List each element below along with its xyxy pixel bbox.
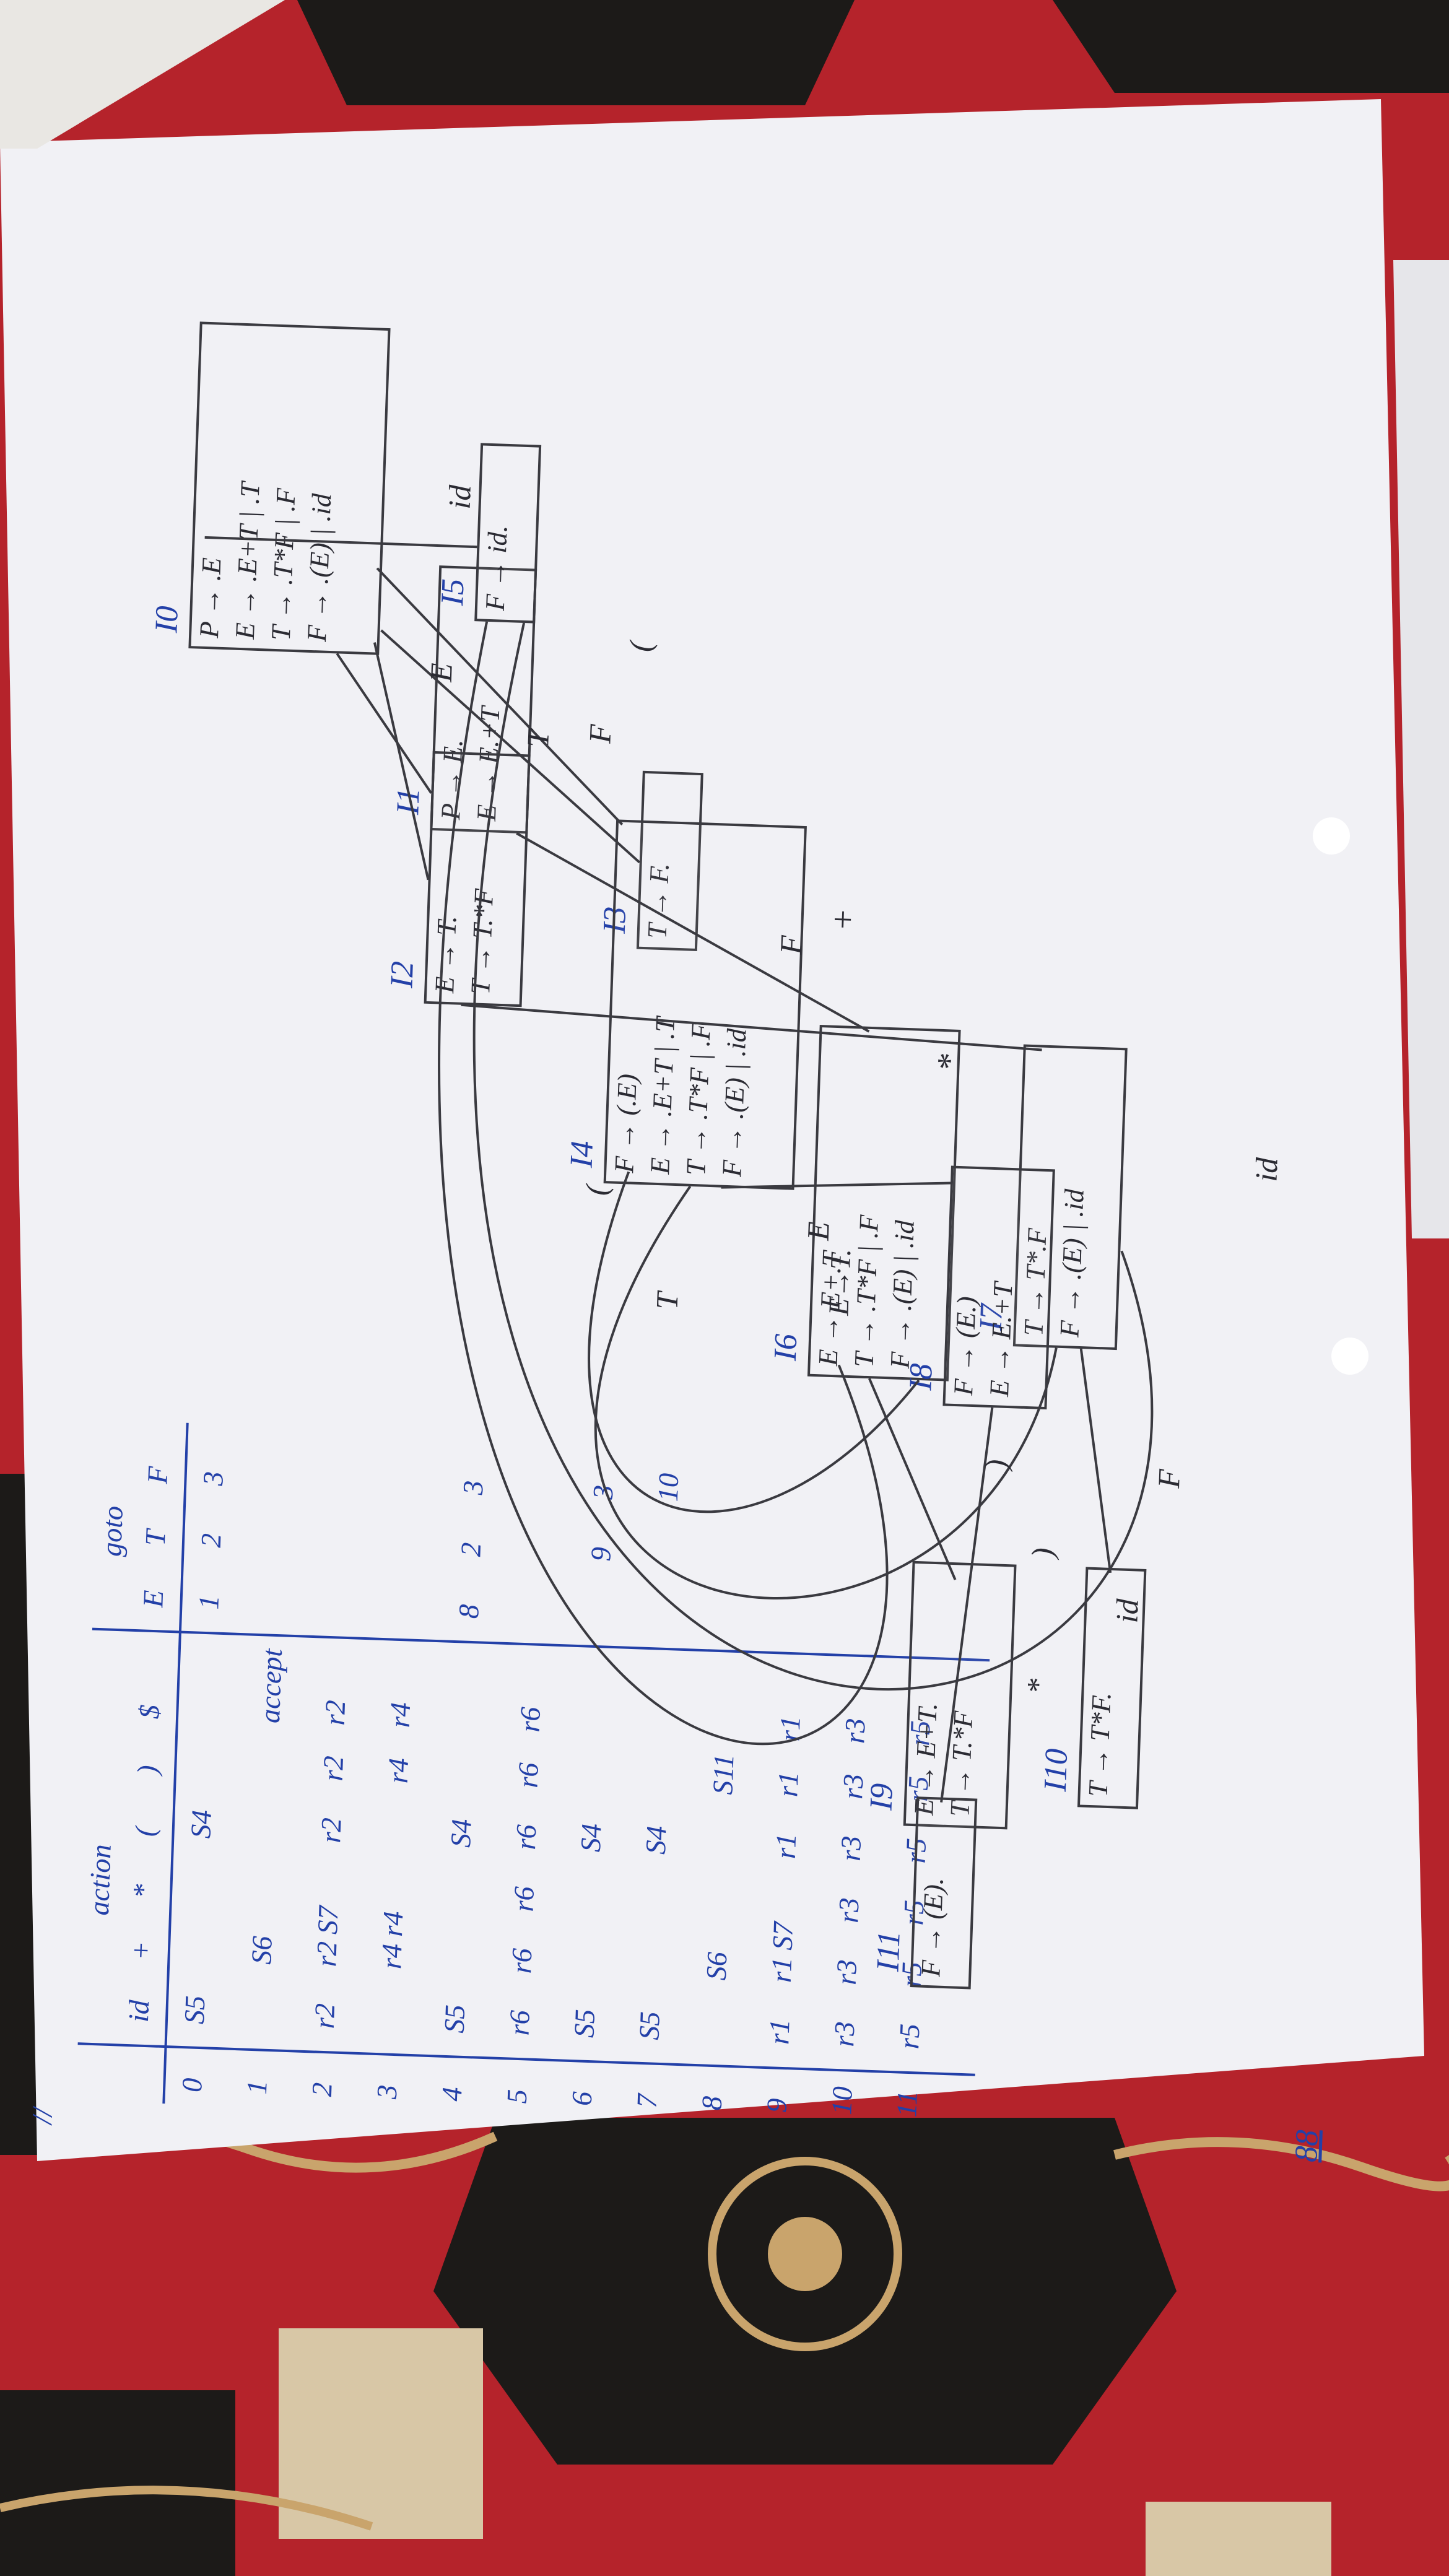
edge-label: ) — [1024, 1547, 1060, 1559]
edge-label: * — [930, 1053, 970, 1073]
edge-label: id — [1248, 1157, 1284, 1183]
edge-label: ( — [622, 640, 658, 653]
edge-label: T — [520, 729, 556, 748]
edge-label: id — [442, 484, 477, 510]
edge-label: id — [1109, 1598, 1145, 1624]
edge-label: T — [649, 1291, 685, 1310]
edge-label: E — [800, 1221, 836, 1242]
edge-label: E→T. — [822, 1248, 857, 1316]
punch-hole-icon — [1331, 1338, 1368, 1375]
edge-label: ) — [978, 1458, 1014, 1471]
punch-hole-icon — [1313, 817, 1350, 855]
rug-pattern-bottom — [0, 2116, 1449, 2576]
edge-label: F — [582, 723, 618, 744]
edge-label: E — [423, 662, 459, 683]
rug-pattern-top — [297, 0, 1449, 105]
edge-label: F — [773, 934, 809, 955]
edge-label: F — [1151, 1468, 1187, 1489]
transition-arrows — [204, 536, 1154, 1803]
edge-label: + — [824, 907, 863, 933]
edge-label: * — [1020, 1677, 1056, 1695]
page-number: 88 — [1289, 2129, 1325, 2163]
edge-label: ( — [578, 1184, 614, 1196]
